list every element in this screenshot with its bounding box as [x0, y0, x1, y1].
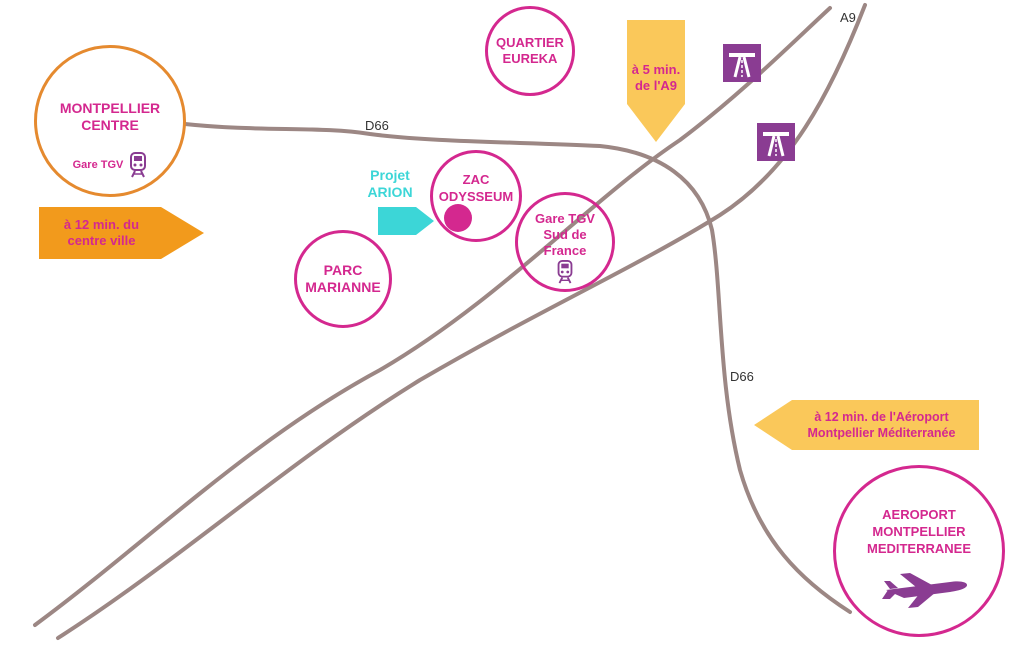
place-parc-marianne-label: PARC MARIANNE: [305, 262, 381, 295]
place-zac-odysseum-label: ZAC ODYSSEUM: [438, 172, 514, 204]
motorway-icon: [757, 123, 795, 161]
arrow-centre-ville: à 12 min. du centre ville: [39, 207, 204, 259]
road-a9-upper: [33, 6, 832, 627]
place-gare-tgv-sud-label: Gare TGV Sud de France: [535, 211, 595, 258]
projet-arion-label: Projet ARION: [367, 167, 413, 200]
plane-icon: [880, 568, 970, 610]
road-label-a9: A9: [840, 10, 856, 25]
place-montpellier-centre-label: MONTPELLIER CENTRE: [59, 100, 161, 133]
train-icon: [129, 152, 147, 178]
place-aeroport-label: AEROPORT MONTPELLIER MEDITERRANEE: [866, 507, 971, 556]
road-d66-upper: [183, 122, 852, 614]
place-aeroport: AEROPORT MONTPELLIER MEDITERRANEE: [833, 465, 1005, 637]
place-parc-marianne: PARC MARIANNE: [294, 230, 392, 328]
place-zac-odysseum: ZAC ODYSSEUM: [430, 150, 522, 242]
motorway-icon: [723, 44, 761, 82]
place-montpellier-centre: MONTPELLIER CENTRE Gare TGV: [34, 45, 186, 197]
projet-arion-marker: [444, 204, 472, 232]
road-label-d66-right: D66: [730, 369, 754, 384]
place-quartier-eureka: QUARTIER EUREKA: [485, 6, 575, 96]
arrow-projet-arion: [378, 207, 434, 235]
arrow-aeroport: à 12 min. de l'Aéroport Montpellier Médi…: [754, 400, 979, 450]
station-label-montpellier: Gare TGV: [72, 159, 124, 171]
road-a9-lower: [56, 3, 867, 640]
place-gare-tgv-sud-de-france: Gare TGV Sud de France: [515, 192, 615, 292]
arrow-centre-ville-label: à 12 min. du centre ville: [63, 217, 140, 248]
arrow-a9: à 5 min. de l'A9: [627, 20, 685, 142]
arrow-aeroport-label: à 12 min. de l'Aéroport Montpellier Médi…: [807, 410, 956, 440]
road-label-d66-top: D66: [365, 118, 389, 133]
place-quartier-eureka-label: QUARTIER EUREKA: [496, 35, 564, 66]
train-icon: [556, 260, 574, 284]
arrow-a9-label: à 5 min. de l'A9: [631, 62, 681, 93]
